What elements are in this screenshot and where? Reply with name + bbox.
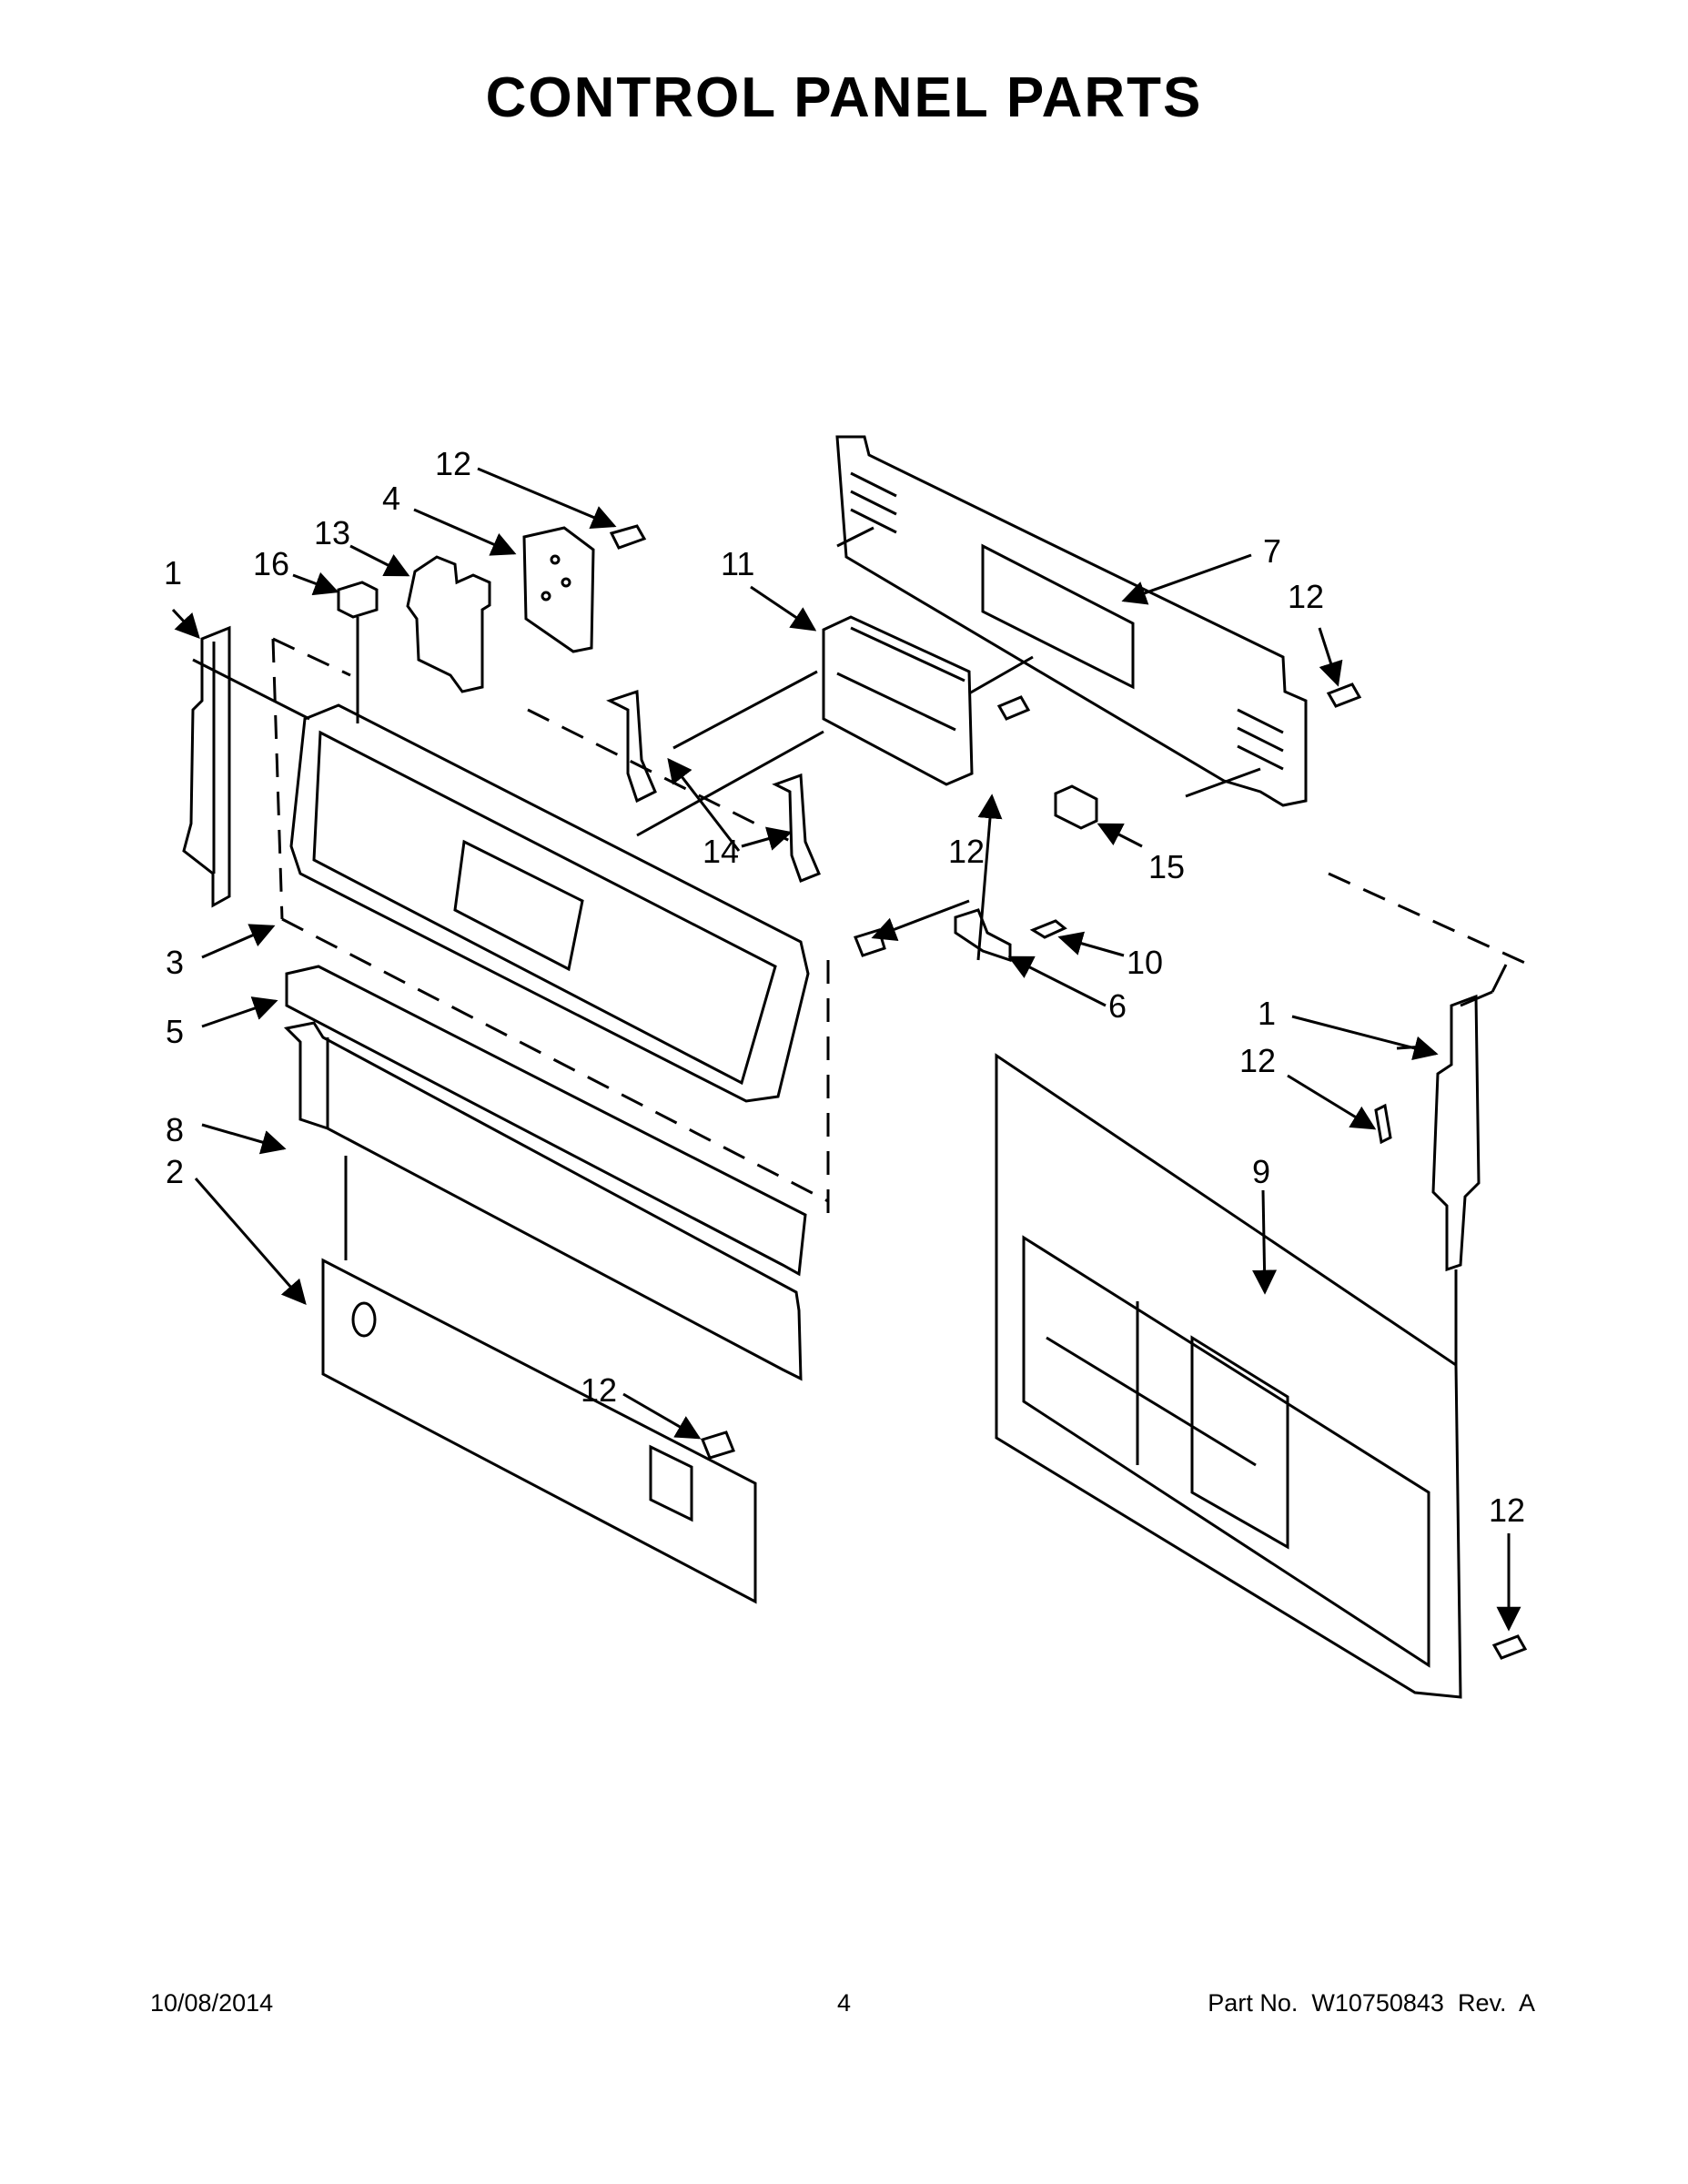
callout-4: 4 — [382, 480, 400, 517]
part-14-brackets — [606, 689, 821, 883]
callout-9: 9 — [1252, 1153, 1270, 1190]
screw-icon — [1326, 682, 1362, 708]
callout-12-rear: 12 — [1239, 1042, 1276, 1079]
screw-icon — [701, 1431, 735, 1460]
callout-16: 16 — [253, 545, 289, 582]
part-6-clip — [954, 908, 1012, 963]
part-1-left-endcap — [182, 625, 231, 908]
footer-part-number: Part No. W10750843 Rev. A — [1208, 1989, 1535, 2017]
callout-8: 8 — [166, 1111, 184, 1148]
part-10-screw — [1029, 919, 1067, 939]
callout-6: 6 — [1108, 987, 1127, 1025]
part-1-right-endcap — [1431, 994, 1481, 1272]
callout-12-right: 12 — [1288, 578, 1324, 615]
part-3-console — [289, 703, 810, 1103]
callout-15: 15 — [1148, 848, 1185, 885]
part-2-shield — [321, 1258, 757, 1604]
part-15-sensor — [1054, 784, 1098, 830]
callout-3: 3 — [166, 944, 184, 981]
footer-date: 10/08/2014 — [150, 1989, 274, 2017]
screw-icon — [996, 695, 1031, 721]
part-16-switch — [337, 581, 379, 723]
callout-1-left: 1 — [164, 554, 182, 592]
page-title: CONTROL PANEL PARTS — [485, 66, 1203, 129]
callout-5: 5 — [166, 1013, 184, 1050]
part-11-control — [822, 615, 974, 786]
part-4-board — [522, 526, 595, 653]
part-8-frame — [283, 1021, 803, 1381]
part-9-rear-panel — [995, 1053, 1462, 1699]
screw-icon — [609, 524, 647, 550]
part-5-trim — [285, 965, 807, 1277]
callout-10: 10 — [1127, 944, 1163, 981]
callout-7: 7 — [1263, 532, 1281, 570]
callout-2: 2 — [166, 1153, 184, 1190]
screw-icon — [1374, 1103, 1392, 1145]
screw-icon — [854, 928, 886, 957]
part-13-cover — [406, 555, 491, 693]
footer-page-number: 4 — [836, 1989, 852, 2017]
callout-14: 14 — [702, 833, 739, 870]
part-7-bracket — [835, 435, 1308, 807]
callout-1-right: 1 — [1258, 995, 1276, 1032]
callout-11: 11 — [721, 545, 754, 582]
callout-12-top: 12 — [435, 445, 471, 482]
callout-12-middle: 12 — [948, 833, 985, 870]
callout-12-bottom: 12 — [1489, 1491, 1525, 1529]
callout-12-shield: 12 — [581, 1371, 617, 1409]
screw-icon — [1491, 1634, 1528, 1660]
assembly-guides — [271, 637, 1530, 1224]
callout-13: 13 — [314, 514, 350, 551]
